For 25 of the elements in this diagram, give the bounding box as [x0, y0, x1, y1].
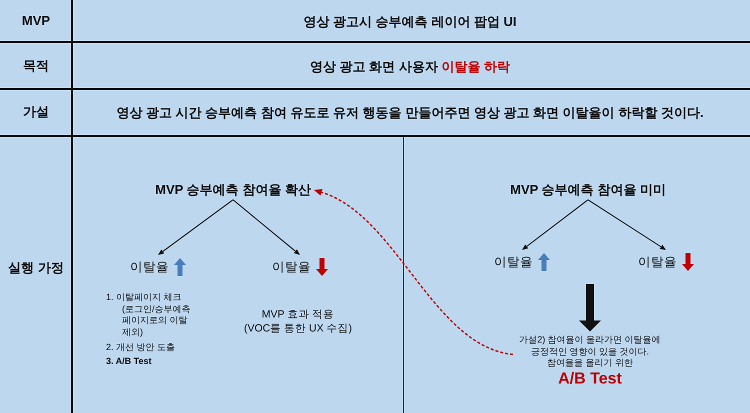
branch-heading: MVP 승부예측 참여율 미미 — [510, 182, 666, 198]
note-text: MVP 효과 적용 (VOC를 통한 UX 수집) — [242, 308, 354, 336]
row-heading: MVP — [22, 13, 50, 29]
arrow — [232, 199, 300, 254]
row-heading: 가설 — [23, 104, 49, 120]
row-text: 영상 광고시 승부예측 레이어 팝업 UI — [303, 14, 517, 30]
hypothesis-note: 가설2) 참여율이 올라가면 이탈율에 긍정적인 영향이 있을 것이다. 참여율을 올리기 위한 — [518, 334, 662, 370]
arrow — [588, 199, 666, 250]
row-heading: 실행 가정 — [8, 260, 64, 276]
test-label: A/B Test — [558, 370, 622, 390]
row-text: 영상 광고 시간 승부예측 참여 유도로 유저 행동을 만들어주면 영상 광고 화면 이탈율이 하락할 것이다. — [116, 105, 704, 121]
metric-label: 이탈율 — [130, 258, 169, 276]
list-item: 1. 이탈페이지 체크 (로그인/승부예측 페이지로의 이탈 제외) — [106, 292, 192, 339]
block-arrow — [579, 284, 601, 332]
list-item: 2. 개선 방안 도출 — [106, 342, 176, 354]
row-heading: 목적 — [23, 58, 49, 74]
arrow — [522, 199, 588, 250]
row-text: 영상 광고 화면 사용자 이탈율 하락 — [310, 59, 510, 75]
metric-label: 이탈율 — [638, 254, 677, 270]
arrow — [158, 199, 234, 254]
branch-heading: MVP 승부예측 참여율 확산 — [155, 182, 311, 198]
metric-label: 이탈율 — [272, 258, 311, 276]
curved-arrow — [315, 189, 514, 356]
list-item: 3. A/B Test — [106, 356, 153, 368]
metric-label: 이탈율 — [494, 254, 533, 270]
